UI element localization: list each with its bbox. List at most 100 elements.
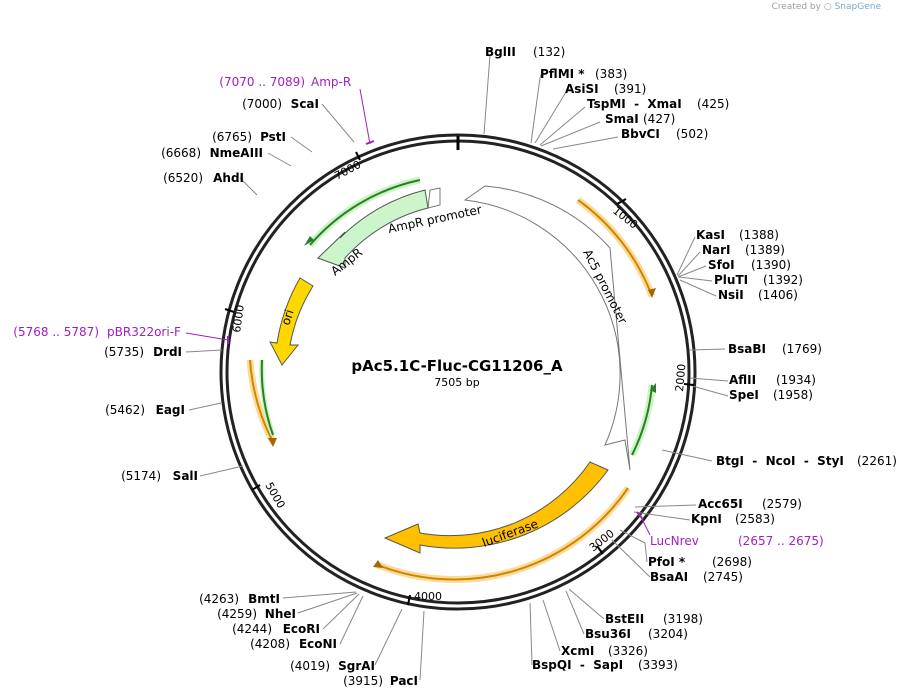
site-enzyme-pflmi: PflMI * [540, 67, 585, 81]
site-enzyme-asisi: AsiSI [565, 82, 599, 96]
site-enzyme-bsu36i: Bsu36I [585, 627, 631, 641]
site-enzyme-bmti: BmtI [248, 592, 280, 606]
site-enzyme-nmeaiii: NmeAIII [210, 146, 263, 160]
plasmid-title-block: pAc5.1C-Fluc-CG11206_A 7505 bp [351, 357, 563, 389]
primer-range-lucnrev: (2657 .. 2675) [738, 534, 824, 548]
primer-marks [185, 88, 651, 536]
primer-range-pbr322ori-f: (5768 .. 5787) [13, 325, 99, 339]
feature-arrow-ampr [317, 189, 429, 269]
feature-label-luciferase: luciferase [480, 517, 540, 550]
site-pos-eagi: (5462) [105, 403, 145, 417]
site-pos-bglii: (132) [533, 45, 565, 59]
site-pos-drdi: (5735) [104, 345, 144, 359]
site-enzyme-aflii: AflII [729, 373, 756, 387]
primer-name-amp-r: Amp-R [311, 75, 351, 89]
site-pos-asisi: (391) [614, 82, 646, 96]
site-enzyme-sfoi: SfoI [708, 258, 735, 272]
site-pos-pflmi: (383) [595, 67, 627, 81]
feature-arrow-luciferase [383, 461, 609, 554]
site-pos-nsii: (1406) [758, 288, 798, 302]
primer-name-pbr322ori-f: pBR322ori-F [107, 325, 181, 339]
site-pos-scai: (7000) [242, 97, 282, 111]
site-pos-bsu36i: (3204) [648, 627, 688, 641]
primer-labels: (7070 .. 7089) Amp-R (5768 .. 5787) pBR3… [13, 75, 823, 548]
scale-ticks [224, 151, 695, 606]
site-pos-smai: (427) [643, 112, 675, 126]
site-pos-kpni: (2583) [735, 512, 775, 526]
tick-label-1000: 1000 [610, 204, 640, 231]
site-pos-btgi-ncoi-styi: (2261) [857, 454, 897, 468]
credit-prefix: Created by [771, 2, 821, 12]
leader-lines [185, 54, 729, 681]
site-enzyme-bsabi: BsaBI [728, 342, 766, 356]
site-enzyme-bsteii: BstEII [605, 612, 644, 626]
primer-name-lucnrev: LucNrev [650, 534, 699, 548]
feature-arrow-ampr-promoter [463, 185, 631, 471]
site-enzyme-xcmi: XcmI [561, 644, 594, 658]
site-enzyme-tspmi-xmai: TspMI - XmaI [587, 97, 682, 111]
site-pos-tspmi-xmai: (425) [697, 97, 729, 111]
site-pos-xcmi: (3326) [608, 644, 648, 658]
site-pos-pluti: (1392) [763, 273, 803, 287]
site-pos-bsteii: (3198) [663, 612, 703, 626]
site-enzyme-sgrai: SgrAI [338, 659, 375, 673]
feature-arrow-ampr-promoter-small [427, 187, 441, 209]
tick-label-5000: 5000 [262, 480, 287, 511]
primer-leader-amp-r [359, 88, 371, 145]
tick-label-6000: 6000 [230, 304, 247, 334]
site-pos-acc65i: (2579) [762, 497, 802, 511]
snapgene-credit: Created by ○ SnapGene [771, 2, 881, 12]
feature-label-ori: ori [279, 308, 297, 327]
primer-mark-lucnrev [636, 511, 643, 519]
site-pos-sgrai: (4019) [290, 659, 330, 673]
credit-brand: SnapGene [834, 2, 881, 12]
site-pos-pfoi: (2698) [712, 555, 752, 569]
thin-feature-arcs [246, 176, 656, 583]
site-enzyme-bbvci: BbvCI [621, 127, 660, 141]
primer-mark-amp-r [365, 140, 375, 145]
primer-leader-lucnrev [639, 514, 651, 536]
site-enzyme-paci: PacI [390, 674, 418, 688]
enzyme-labels-right: BglII (132) PflMI * (383) AsiSI (391) Ts… [485, 45, 897, 672]
site-pos-bsaai: (2745) [703, 570, 743, 584]
plasmid-size: 7505 bp [434, 376, 479, 389]
site-enzyme-ahdi: AhdI [213, 171, 244, 185]
site-enzyme-eagi: EagI [156, 403, 185, 417]
site-enzyme-acc65i: Acc65I [698, 497, 743, 511]
primer-leader-pbr322ori-f [185, 332, 229, 341]
site-pos-aflii: (1934) [776, 373, 816, 387]
site-enzyme-bsaai: BsaAI [650, 570, 688, 584]
snapgene-logo-icon: ○ [823, 2, 832, 12]
feature-arrows [269, 185, 631, 554]
site-enzyme-drdi: DrdI [153, 345, 182, 359]
plasmid-name: pAc5.1C-Fluc-CG11206_A [351, 357, 563, 375]
site-pos-spei: (1958) [773, 388, 813, 402]
site-pos-kasi: (1388) [739, 228, 779, 242]
site-enzyme-kpni: KpnI [691, 512, 722, 526]
feature-arrow-ori [269, 277, 314, 366]
site-enzyme-scai: ScaI [291, 97, 319, 111]
site-enzyme-nhei: NheI [265, 607, 296, 621]
site-pos-bmti: (4263) [199, 592, 239, 606]
site-enzyme-btgi-ncoi-styi: BtgI - NcoI - StyI [716, 454, 844, 468]
site-enzyme-smai: SmaI [605, 112, 639, 126]
site-enzyme-bglii: BglII [485, 45, 516, 59]
site-pos-nhei: (4259) [217, 607, 257, 621]
tick-label-2000: 2000 [673, 363, 688, 392]
site-pos-nmeaiii: (6668) [161, 146, 201, 160]
site-enzyme-pluti: PluTI [714, 273, 748, 287]
enzyme-labels-left: PacI (3915) SgrAI (4019) EcoNI (4208) Ec… [104, 97, 418, 688]
site-enzyme-psti: PstI [260, 130, 286, 144]
site-pos-ahdi: (6520) [163, 171, 203, 185]
site-pos-econi: (4208) [250, 637, 290, 651]
site-enzyme-sali: SalI [173, 469, 198, 483]
site-enzyme-nari: NarI [702, 243, 731, 257]
backbone [219, 133, 697, 611]
site-pos-nari: (1389) [745, 243, 785, 257]
site-enzyme-pfoi: PfoI * [648, 555, 686, 569]
site-pos-bsabi: (1769) [782, 342, 822, 356]
site-enzyme-econi: EcoNI [299, 637, 337, 651]
site-pos-bbvci: (502) [676, 127, 708, 141]
site-pos-sfoi: (1390) [751, 258, 791, 272]
